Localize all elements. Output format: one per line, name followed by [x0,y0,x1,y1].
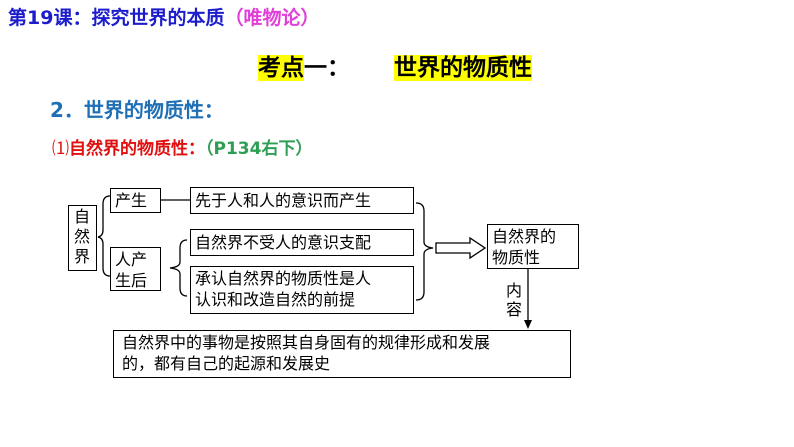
title-text: 第19课：探究世界的本质 [8,7,225,29]
content-label: 内 容 [506,281,523,319]
after-desc-1-box: 自然界不受人的意识支配 [190,229,414,256]
title-paren: （唯物论） [224,7,320,29]
section-heading: 2．世界的物质性： [50,98,224,122]
after-human-box: 人产 生后 [110,247,161,291]
lesson-title: 第19课：探究世界的本质（唯物论） [8,3,319,30]
conclusion-box: 自然界的 物质性 [487,224,579,269]
kaodian-label: 考点 [258,55,304,81]
after-desc-2-box: 承认自然界的物质性是人 认识和改造自然的前提 [190,266,414,314]
kaodian-number: 一： [304,55,350,81]
right-brace [415,202,434,301]
subsection-heading: ⑴自然界的物质性：（P134右下） [52,134,312,159]
root-brace [97,195,111,277]
page-reference: （P134右下） [205,139,313,159]
hollow-arrow-icon [435,236,487,260]
kaodian-heading: 考点一： 世界的物质性 [258,48,532,82]
arrow-down-icon [524,320,532,329]
after-brace [169,239,188,297]
subsection-label: 自然界的物质性： [69,139,205,159]
birth-desc-box: 先于人和人的意识而产生 [190,187,414,214]
birth-box: 产生 [110,188,161,213]
kaodian-topic: 世界的物质性 [394,55,532,81]
subsection-number: ⑴ [52,139,69,159]
root-box: 自 然 界 [68,205,97,271]
content-box: 自然界中的事物是按照其自身固有的规律形成和发展 的，都有自己的起源和发展史 [113,330,571,378]
